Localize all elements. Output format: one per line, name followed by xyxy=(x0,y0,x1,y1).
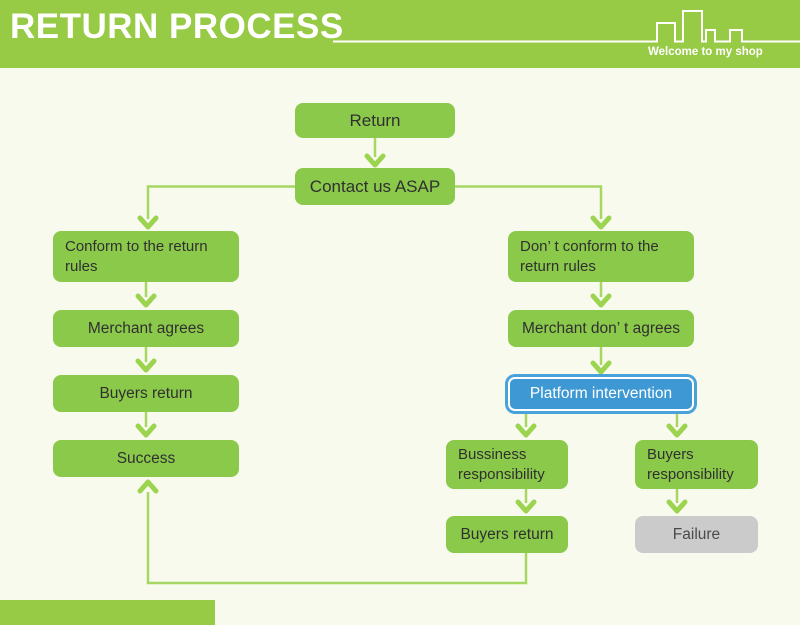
node-merchant-dont-agree: Merchant don’ t agrees xyxy=(508,310,694,347)
header-tagline: Welcome to my shop xyxy=(648,46,763,58)
page-title: RETURN PROCESS xyxy=(10,7,344,46)
node-conform-to-rules: Conform to the return rules xyxy=(53,231,239,282)
node-return: Return xyxy=(295,103,455,138)
node-buyers-return-right: Buyers return xyxy=(446,516,568,553)
node-contact-us-asap: Contact us ASAP xyxy=(295,168,455,205)
node-merchant-agrees: Merchant agrees xyxy=(53,310,239,347)
node-success: Success xyxy=(53,440,239,477)
node-dont-conform-to-rules: Don’ t conform to the return rules xyxy=(508,231,694,282)
node-business-responsibility: Bussiness responsibility xyxy=(446,440,568,489)
node-buyers-return-left: Buyers return xyxy=(53,375,239,412)
footer-accent-bar xyxy=(0,600,215,625)
node-failure: Failure xyxy=(635,516,758,553)
header-banner: RETURN PROCESS Welcome to my shop xyxy=(0,0,800,68)
node-buyers-responsibility: Buyers responsibility xyxy=(635,440,758,489)
city-skyline-icon xyxy=(333,10,800,43)
node-platform-intervention: Platform intervention xyxy=(508,377,694,411)
